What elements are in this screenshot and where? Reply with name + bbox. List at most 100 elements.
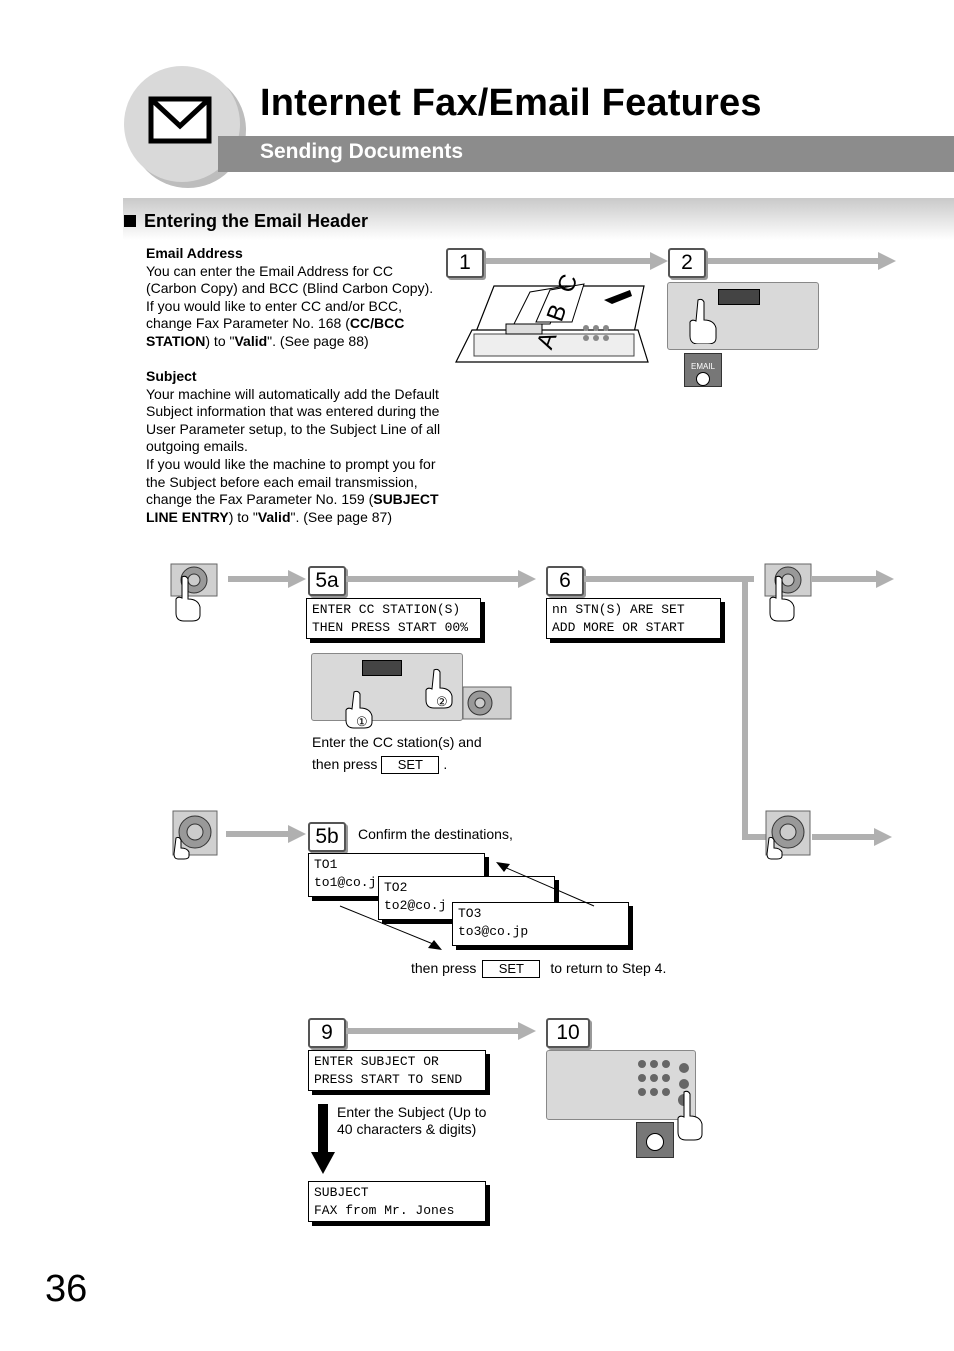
page-title: Internet Fax/Email Features: [260, 82, 762, 124]
lcd-line: PRESS START TO SEND: [314, 1071, 463, 1087]
step-number-9: 9: [308, 1018, 346, 1048]
text-line: User Parameter setup, to the Subject Lin…: [146, 420, 441, 437]
pointing-hand-icon: [425, 668, 453, 709]
section-title-text: Entering the Email Header: [144, 211, 369, 231]
arrow-head-icon: [878, 252, 896, 270]
lcd-line: FAX from Mr. Jones: [314, 1202, 455, 1218]
lcd-display-stations: nn STN(S) ARE SET ADD MORE OR START: [546, 598, 721, 639]
circled-number-2: ②: [436, 694, 448, 709]
text-line: You can enter the Email Address for CC: [146, 262, 393, 279]
step-number-5b: 5b: [308, 822, 346, 852]
dpad-hand-icon: [172, 810, 218, 860]
text-line: Subject information that was entered dur…: [146, 403, 440, 420]
caption-subject-2: 40 characters & digits): [337, 1121, 477, 1137]
flow-arrow: [346, 1028, 518, 1034]
arrow-head-icon: [518, 570, 536, 588]
text-line: If you would like to enter CC and/or BCC…: [146, 297, 403, 314]
lcd-line: to1@co.j: [314, 874, 377, 890]
text-line: the Subject before each email transmissi…: [146, 473, 418, 490]
panel-lcd: [362, 660, 402, 676]
lcd-display-cc: ENTER CC STATION(S) THEN PRESS START 00%: [306, 598, 481, 639]
text-line: If you would like the machine to prompt …: [146, 455, 436, 472]
email-key-label: EMAIL: [690, 362, 715, 371]
flow-arrow: [812, 576, 878, 582]
start-key-icon: [636, 1122, 674, 1158]
pointing-hand-icon: [677, 1090, 703, 1141]
dpad-hand-icon: [170, 563, 218, 622]
flow-arrow: [742, 834, 768, 840]
flow-arrow: [702, 258, 880, 264]
step-number-10: 10: [546, 1018, 590, 1048]
caption-subject-1: Enter the Subject (Up to: [337, 1104, 487, 1120]
lcd-display-subject-prompt: ENTER SUBJECT OR PRESS START TO SEND: [308, 1050, 486, 1091]
arrow-head-icon: [874, 828, 892, 846]
pointing-hand-icon: [689, 298, 717, 344]
lcd-line: TO3: [458, 906, 482, 921]
caption-cc-1: Enter the CC station(s) and: [312, 734, 482, 750]
lcd-line: ADD MORE OR START: [552, 619, 685, 635]
control-panel-illustration: [546, 1050, 696, 1120]
lcd-display-to3: TO3 to3@co.jp: [452, 902, 629, 946]
lcd-line: TO1: [314, 857, 338, 872]
section-title: Entering the Email Header: [124, 211, 368, 232]
lcd-line: ENTER SUBJECT OR: [314, 1054, 439, 1069]
flow-arrow: [228, 576, 290, 582]
caption-confirm: Confirm the destinations,: [358, 826, 513, 842]
start-button-icon: [646, 1133, 664, 1151]
set-key: SET: [381, 756, 440, 774]
flow-arrow: [812, 834, 876, 840]
arrow-head-icon: [518, 1022, 536, 1040]
step-number-2: 2: [668, 248, 706, 278]
step-number-6: 6: [546, 566, 584, 596]
text-line: change the Fax Parameter No. 159 (SUBJEC…: [146, 491, 439, 508]
text-line: outgoing emails.: [146, 438, 248, 455]
flow-arrow: [346, 576, 518, 582]
step-number-1: 1: [446, 248, 484, 278]
lcd-line: to3@co.jp: [458, 923, 529, 939]
arrow-head-icon: [650, 252, 668, 270]
flow-arrow: [584, 576, 754, 582]
text-line: Your machine will automatically add the …: [146, 385, 439, 402]
text-line: STATION) to "Valid". (See page 88): [146, 332, 369, 349]
page-subtitle: Sending Documents: [260, 140, 464, 163]
cycle-arrows: [339, 862, 595, 950]
subtitle-bar: [218, 136, 954, 172]
text-line: (Carbon Copy) and BCC (Blind Carbon Copy…: [146, 280, 434, 297]
bullet-square-icon: [124, 215, 136, 227]
step-number-5a: 5a: [308, 566, 346, 596]
arrow-head-icon: [288, 825, 306, 843]
lcd-line: nn STN(S) ARE SET: [552, 602, 685, 617]
circled-number-1: ①: [356, 714, 368, 729]
lcd-line: THEN PRESS START 00%: [312, 619, 469, 635]
email-key-icon: EMAIL: [684, 353, 722, 387]
dpad-hand-icon: [765, 810, 811, 860]
down-arrow-head-icon: [311, 1152, 335, 1174]
lcd-line: SUBJECT: [314, 1185, 369, 1200]
email-address-paragraph: Email Address You can enter the Email Ad…: [146, 245, 451, 351]
flow-arrow-vertical: [742, 576, 748, 838]
arrow-head-icon: [288, 570, 306, 588]
down-arrow-shaft: [318, 1104, 328, 1154]
text-line: LINE ENTRY) to "Valid". (See page 87): [146, 508, 392, 525]
text-line: change Fax Parameter No. 168 (CC/BCC: [146, 315, 405, 332]
page-number: 36: [45, 1268, 88, 1310]
arrow-head-icon: [876, 570, 894, 588]
email-address-heading: Email Address: [146, 245, 243, 261]
subject-paragraph: Subject Your machine will automatically …: [146, 368, 451, 526]
section-band: [123, 198, 954, 240]
subject-heading: Subject: [146, 368, 197, 384]
lcd-line: to2@co.j: [384, 897, 447, 913]
lcd-line: ENTER CC STATION(S): [312, 602, 461, 617]
envelope-icon: [148, 96, 212, 144]
flow-arrow: [226, 831, 290, 837]
lcd-display-subject-entry: SUBJECT FAX from Mr. Jones: [308, 1181, 486, 1222]
lcd-line: TO2: [384, 880, 408, 895]
keypad-icon: [638, 1060, 690, 1106]
flow-arrow: [480, 258, 652, 264]
panel-lcd: [718, 289, 760, 305]
fax-machine-document-feed-icon: [455, 283, 649, 363]
pointing-hand-icon: [345, 690, 373, 729]
dpad-hand-icon: [764, 563, 812, 622]
